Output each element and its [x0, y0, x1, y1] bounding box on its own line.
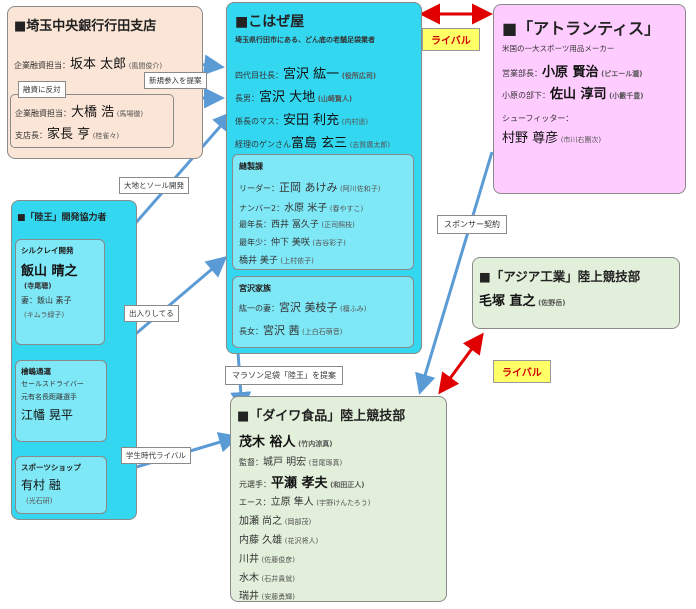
bank-inner-box: 企業融資担当：大橋 浩 (馬場徹) 支店長：家長 亨 (桂雀々) [10, 94, 174, 148]
atlantis-row-murano: 村野 尊彦 (市川右團次) [502, 131, 602, 146]
sewing-row-mizuhara: ナンバー2：水原 米子 (春やすこ) [239, 203, 364, 214]
asia-box: ■「アジア工業」陸上競技部 毛塚 直之 (佐野岳) [472, 257, 680, 329]
kohaze-subtitle: 埼玉県行田市にある、どん底の老舗足袋業者 [235, 36, 375, 44]
daiwa-box: ■「ダイワ食品」陸上競技部 茂木 裕人 (竹内涼真) 監督：城戸 明宏 (音尾琢… [230, 396, 447, 602]
arimura-actor: (光石研) [26, 497, 53, 505]
label-proposal: マラソン足袋「陸王」を提案 [225, 366, 343, 385]
sewing-row-nakashita: 最年少：仲下 美咲 (吉谷彩子) [239, 238, 346, 248]
label-visits: 出入りしてる [124, 305, 179, 322]
ebata-line1: セールスドライバー [21, 380, 84, 388]
daiwa-title: ■「ダイワ食品」陸上競技部 [237, 409, 406, 424]
arimura-name: 有村 融 [21, 478, 61, 492]
daiwa-row-mizui: 瑞井 (安藤勇輝) [239, 591, 296, 602]
family-row-mieko: 紘一の妻：宮沢 美枝子 (檀ふみ) [239, 301, 367, 314]
rikuo-title: ■「陸王」開発協力者 [17, 213, 107, 223]
badge-rival-asia: ライバル [493, 360, 551, 383]
sewing-row-masaoka: リーダー：正岡 あけみ (阿川佐和子) [239, 181, 381, 194]
iiyama-name: 飯山 晴之 [21, 264, 78, 279]
family-row-akane: 長女：宮沢 茜 (上白石萌音) [239, 324, 343, 337]
arimura-box: スポーツショップ 有村 融 (光石研) [15, 456, 107, 514]
bank-row-ienaga: 支店長：家長 亨 (桂雀々) [15, 127, 120, 142]
daiwa-row-naito: 内藤 久雄 (花沢将人) [239, 535, 319, 546]
kohaze-row-yasuda: 係長のマス：安田 利充 (内村遥) [235, 113, 369, 128]
ebata-line2: 元有名長距離選手 [21, 393, 77, 401]
ebata-box: 檜嶋通運 セールスドライバー 元有名長距離選手 江幡 晃平 [15, 360, 107, 442]
daiwa-row-kase: 加瀬 尚之 (岡部茂) [239, 516, 312, 527]
arrow-rival-asia [438, 332, 484, 395]
atlantis-row-sayama: 小原の部下：佐山 淳司 (小籔千豊) [502, 87, 644, 102]
label-sponsor: スポンサー契約 [437, 215, 507, 234]
bank-row-ohashi: 企業融資担当：大橋 浩 (馬場徹) [15, 105, 144, 120]
sewing-row-hashii: 橋井 美子 (上村依子) [239, 256, 314, 266]
kohaze-row-koichi: 四代目社長：宮沢 紘一 (役所広司) [235, 67, 377, 82]
atlantis-row-ohara: 営業部長：小原 賢治 (ピエール瀧) [502, 65, 643, 80]
ebata-role: 檜嶋通運 [21, 367, 51, 376]
label-new-entry: 新規参入を提案 [144, 72, 207, 89]
sewing-row-nishii: 最年長：西井 冨久子 (正司照枝) [239, 220, 355, 230]
ebata-name: 江幡 晃平 [21, 408, 73, 422]
iiyama-wife-actor: (キムラ緑子) [24, 311, 65, 319]
arrow-atlantis-sponsor [415, 151, 494, 395]
label-rival-school: 学生時代ライバル [121, 447, 191, 464]
family-box: 宮沢家族 紘一の妻：宮沢 美枝子 (檀ふみ) 長女：宮沢 茜 (上白石萌音) [232, 276, 414, 348]
atlantis-box: ■「アトランティス」 米国の一大スポーツ用品メーカー 営業部長：小原 賢治 (ピ… [493, 4, 686, 194]
iiyama-role: シルクレイ開発 [21, 246, 74, 255]
atlantis-title: ■「アトランティス」 [502, 19, 661, 38]
daiwa-row-mizuki: 水木 (石井貴就) [239, 573, 296, 584]
bank-row-sakamoto: 企業融資担当：坂本 太郎 (風間俊介) [14, 57, 163, 72]
saitama-bank-title: ■埼玉中央銀行行田支店 [14, 19, 157, 34]
iiyama-box: シルクレイ開発 飯山 晴之 (寺尾聰) 妻：飯山 素子 (キムラ緑子) [15, 239, 105, 345]
asia-row-kezuka: 毛塚 直之 (佐野岳) [479, 294, 566, 309]
kohaze-row-daichi: 長男：宮沢 大地 (山崎賢人) [235, 90, 353, 105]
kohaze-row-tomishima: 経理のゲンさん富島 玄三 (志賀廣太郎) [235, 136, 391, 151]
daiwa-row-mogi: 茂木 裕人 (竹内涼真) [239, 435, 333, 450]
daiwa-row-kawai: 川井 (佐藤俊彦) [239, 554, 296, 565]
label-materials: 大地とソール開発 [119, 177, 189, 194]
daiwa-row-tachihara: エース：立原 隼人 (宇野けんたろう) [239, 497, 371, 508]
iiyama-wife: 妻：飯山 素子 [21, 296, 72, 305]
kohaze-title: ■こはぜ屋 [235, 14, 305, 30]
iiyama-actor: (寺尾聰) [24, 282, 52, 290]
sewing-box: 縫製課 リーダー：正岡 あけみ (阿川佐和子) ナンバー2：水原 米子 (春やす… [232, 154, 414, 270]
daiwa-row-kido: 監督：城戸 明宏 (音尾琢真) [239, 457, 343, 468]
asia-title: ■「アジア工業」陸上競技部 [479, 269, 641, 284]
badge-rival-atlantis: ライバル [422, 28, 480, 51]
family-title: 宮沢家族 [239, 284, 271, 293]
arimura-role: スポーツショップ [21, 463, 81, 472]
sewing-title: 縫製課 [239, 162, 263, 171]
atlantis-role-shoefitter: シューフィッター： [502, 114, 574, 123]
daiwa-row-hirase: 元選手：平瀬 孝夫 (和田正人) [239, 476, 365, 491]
atlantis-subtitle: 米国の一大スポーツ用品メーカー [502, 44, 615, 53]
label-opposed: 融資に反対 [18, 81, 66, 98]
